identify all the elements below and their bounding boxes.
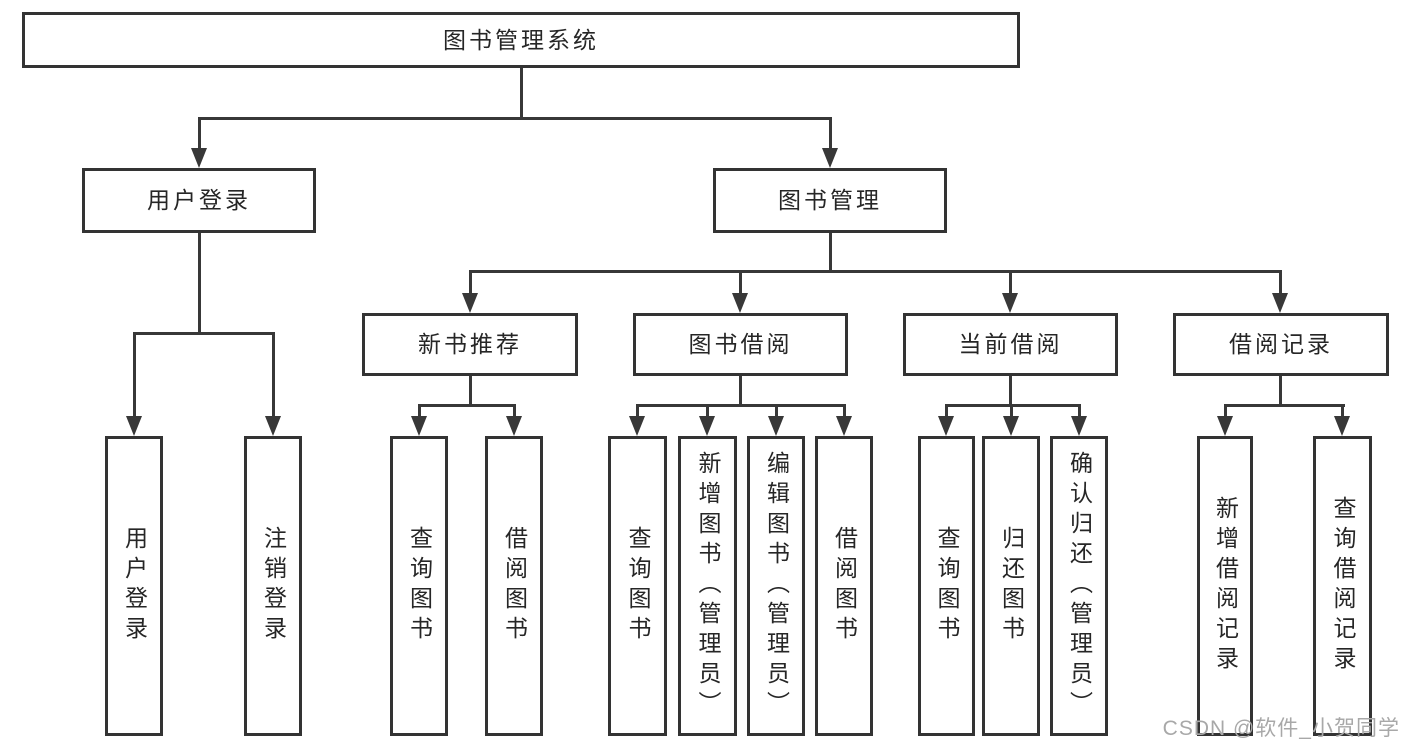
node-book-management: 图书管理	[713, 168, 947, 233]
connector-new-books-stem	[468, 374, 472, 407]
leaf-current-confirm-admin: 确认归还（管理员）	[1050, 436, 1108, 736]
connector-user-login-branch	[132, 332, 275, 335]
connector-drop-rc-add	[1223, 404, 1227, 418]
node-current-borrow-label: 当前借阅	[958, 331, 1063, 357]
leaf-borrow-borrow: 借阅图书	[815, 436, 873, 736]
node-book-borrow-label: 图书借阅	[688, 331, 793, 357]
leaf-newbooks-borrow: 借阅图书	[485, 436, 543, 736]
leaf-current-confirm-admin-label: 确认归还（管理员）	[1066, 451, 1093, 721]
leaf-borrow-add-admin: 新增图书（管理员）	[678, 436, 737, 736]
connector-borrow-branch	[636, 404, 846, 407]
connector-book-management-stem	[828, 231, 832, 273]
leaf-logout: 注销登录	[244, 436, 302, 736]
node-borrow-records-label: 借阅记录	[1229, 331, 1333, 357]
connector-drop-user-login	[197, 117, 201, 150]
connector-drop-cu-return	[1009, 404, 1013, 418]
leaf-current-query: 查询图书	[918, 436, 975, 736]
leaf-borrow-add-admin-label: 新增图书（管理员）	[695, 451, 721, 721]
node-borrow-records: 借阅记录	[1173, 313, 1389, 376]
connector-drop-borrow	[738, 270, 742, 295]
arrowhead-bw-edit	[768, 416, 784, 436]
arrowhead-cu-return	[1003, 416, 1019, 436]
arrowhead-leaf-logout	[265, 416, 281, 436]
connector-drop-leaf-login	[132, 332, 136, 417]
arrowhead-records	[1272, 293, 1288, 313]
connector-drop-bw-add	[706, 404, 709, 418]
arrowhead-bw-add	[699, 416, 715, 436]
leaf-logout-label: 注销登录	[260, 526, 287, 646]
connector-drop-new-books	[468, 270, 472, 295]
arrowhead-nb-borrow	[506, 416, 522, 436]
connector-current-stem	[1008, 374, 1012, 407]
arrowhead-rc-add	[1217, 416, 1233, 436]
connector-drop-nb-query	[417, 404, 421, 418]
node-root: 图书管理系统	[22, 12, 1020, 68]
connector-new-books-branch	[417, 404, 516, 407]
leaf-current-query-label: 查询图书	[934, 526, 960, 646]
connector-records-stem	[1278, 374, 1282, 407]
connector-drop-bw-edit	[774, 404, 778, 418]
connector-drop-records	[1278, 270, 1282, 295]
connector-records-branch	[1223, 404, 1345, 407]
arrowhead-user-login	[191, 148, 207, 168]
leaf-records-add-label: 新增借阅记录	[1212, 496, 1239, 676]
connector-current-branch	[945, 404, 1081, 407]
leaf-borrow-query: 查询图书	[608, 436, 667, 736]
connector-drop-nb-borrow	[512, 404, 516, 418]
connector-drop-bw-query	[636, 404, 639, 418]
node-new-book-recommend-label: 新书推荐	[418, 331, 522, 357]
leaf-newbooks-query: 查询图书	[390, 436, 448, 736]
node-user-login: 用户登录	[82, 168, 316, 233]
arrowhead-cu-query	[938, 416, 954, 436]
arrowhead-rc-query	[1334, 416, 1350, 436]
leaf-current-return: 归还图书	[982, 436, 1040, 736]
connector-drop-rc-query	[1341, 404, 1344, 418]
leaf-borrow-query-label: 查询图书	[625, 526, 651, 646]
connector-borrow-stem	[738, 374, 742, 407]
connector-level3-branch	[468, 270, 1282, 273]
arrowhead-new-books	[462, 293, 478, 313]
leaf-current-return-label: 归还图书	[998, 526, 1025, 646]
leaf-records-query: 查询借阅记录	[1313, 436, 1372, 736]
leaf-borrow-edit-admin: 编辑图书（管理员）	[747, 436, 805, 736]
node-new-book-recommend: 新书推荐	[362, 313, 578, 376]
connector-user-login-stem	[197, 231, 201, 335]
leaf-borrow-edit-admin-label: 编辑图书（管理员）	[763, 451, 790, 721]
connector-drop-bw-borrow	[842, 404, 846, 418]
connector-level2-branch	[197, 117, 832, 120]
node-current-borrow: 当前借阅	[903, 313, 1118, 376]
leaf-records-query-label: 查询借阅记录	[1330, 496, 1356, 676]
leaf-user-login-label: 用户登录	[121, 526, 148, 646]
leaf-records-add: 新增借阅记录	[1197, 436, 1253, 736]
connector-drop-leaf-logout	[271, 332, 275, 417]
connector-drop-cu-confirm	[1077, 404, 1081, 418]
arrowhead-book-management	[822, 148, 838, 168]
node-book-borrow: 图书借阅	[633, 313, 848, 376]
connector-drop-cu-query	[945, 404, 948, 418]
leaf-user-login: 用户登录	[105, 436, 163, 736]
arrowhead-bw-borrow	[836, 416, 852, 436]
leaf-newbooks-borrow-label: 借阅图书	[501, 526, 528, 646]
arrowhead-borrow	[732, 293, 748, 313]
arrowhead-bw-query	[629, 416, 645, 436]
connector-drop-current	[1008, 270, 1012, 295]
leaf-newbooks-query-label: 查询图书	[406, 526, 433, 646]
arrowhead-current	[1002, 293, 1018, 313]
leaf-borrow-borrow-label: 借阅图书	[831, 526, 858, 646]
node-book-management-label: 图书管理	[778, 187, 882, 213]
csdn-watermark: CSDN @软件_小贺同学	[1162, 717, 1400, 740]
arrowhead-cu-confirm	[1071, 416, 1087, 436]
connector-root-stem	[519, 66, 523, 120]
arrowhead-leaf-login	[126, 416, 142, 436]
arrowhead-nb-query	[411, 416, 427, 436]
node-root-label: 图书管理系统	[443, 26, 599, 53]
node-user-login-label: 用户登录	[147, 187, 251, 213]
connector-drop-book-management	[828, 117, 832, 150]
